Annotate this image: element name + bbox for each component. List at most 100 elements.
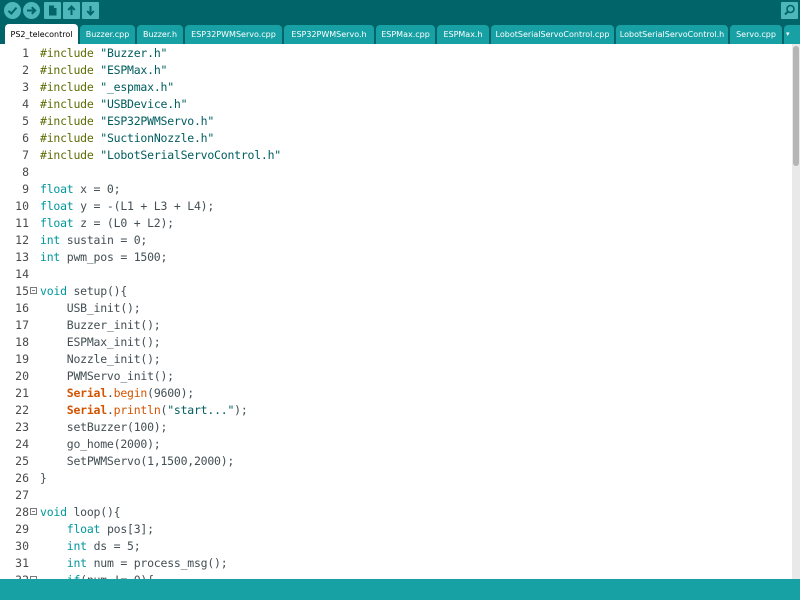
code-token [40, 539, 67, 553]
code-line[interactable]: 20 PWMServo_init(); [0, 368, 792, 385]
line-number: 22 [15, 403, 29, 417]
code-token: "ESPMax.h" [100, 63, 168, 77]
code-text: void loop(){ [40, 504, 121, 521]
code-line[interactable]: 14 [0, 266, 792, 283]
tab-overflow-menu[interactable]: ▾ Se [784, 25, 800, 44]
fold-toggle-icon[interactable] [30, 576, 37, 579]
code-line[interactable]: 17 Buzzer_init(); [0, 317, 792, 334]
code-text: #include "LobotSerialServoControl.h" [40, 147, 281, 164]
code-token: println [113, 403, 161, 417]
code-line[interactable]: 3#include "_espmax.h" [0, 79, 792, 96]
code-editor[interactable]: 1#include "Buzzer.h"2 #include "ESPMax.h"… [0, 44, 792, 579]
code-token: "Buzzer.h" [100, 46, 168, 60]
code-line[interactable]: 2 #include "ESPMax.h" [0, 62, 792, 79]
line-number: 18 [15, 335, 29, 349]
code-line[interactable]: 6#include "SuctionNozzle.h" [0, 130, 792, 147]
code-token: . [106, 386, 114, 400]
code-text: USB_init(); [40, 300, 141, 317]
code-text: float pos[3]; [40, 521, 154, 538]
tab-lobotserialservocontrol-h[interactable]: LobotSerialServoControl.h [616, 25, 728, 44]
tab-esp32pwmservo-cpp[interactable]: ESP32PWMServo.cpp [185, 25, 282, 44]
line-number-gutter [0, 44, 37, 579]
line-number: 27 [15, 488, 29, 502]
serial-monitor-button[interactable] [781, 2, 798, 19]
code-line[interactable]: 23 setBuzzer(100); [0, 419, 792, 436]
fold-toggle-icon[interactable] [30, 287, 37, 294]
code-token: #include [40, 148, 94, 162]
code-line[interactable]: 7#include "LobotSerialServoControl.h" [0, 147, 792, 164]
code-token: USB_init(); [40, 301, 141, 315]
code-token: void [40, 284, 67, 298]
code-line[interactable]: 22 Serial.println("start..."); [0, 402, 792, 419]
code-token: ESPMax_init(); [40, 335, 161, 349]
code-line[interactable]: 32 if(num != 0){ [0, 572, 792, 579]
code-line[interactable]: 16 USB_init(); [0, 300, 792, 317]
fold-toggle-icon[interactable] [30, 508, 37, 515]
code-line[interactable]: 18 ESPMax_init(); [0, 334, 792, 351]
code-token: ); [234, 403, 248, 417]
tab-espmax-h[interactable]: ESPMax.h [437, 25, 489, 44]
code-token: #include [40, 63, 94, 77]
code-text: setBuzzer(100); [40, 419, 168, 436]
code-token: int [66, 556, 87, 570]
code-line[interactable]: 24 go_home(2000); [0, 436, 792, 453]
scrollbar-thumb[interactable] [793, 46, 799, 166]
code-token: #include [40, 131, 94, 145]
tab-buzzer-h[interactable]: Buzzer.h [137, 25, 183, 44]
code-token: "start..." [167, 403, 235, 417]
tab-servo-cpp[interactable]: Servo.cpp [730, 25, 782, 44]
code-line[interactable]: 25 SetPWMServo(1,1500,2000); [0, 453, 792, 470]
code-line[interactable]: 13 int pwm_pos = 1500; [0, 249, 792, 266]
code-token: #include [40, 114, 94, 128]
open-button[interactable] [63, 2, 80, 19]
code-line[interactable]: 1#include "Buzzer.h" [0, 45, 792, 62]
line-number: 13 [15, 250, 29, 264]
code-text: Serial.begin(9600); [40, 385, 194, 402]
status-bar [0, 579, 800, 600]
code-line[interactable]: 8 [0, 164, 792, 181]
code-line[interactable]: 27 [0, 487, 792, 504]
line-number: 2 [22, 63, 29, 77]
code-line[interactable]: 26} [0, 470, 792, 487]
code-text: #include "Buzzer.h" [40, 45, 167, 62]
save-button[interactable] [82, 2, 99, 19]
arrow-up-icon [67, 5, 76, 15]
code-line[interactable]: 31 int num = process_msg(); [0, 555, 792, 572]
code-line[interactable]: 4#include "USBDevice.h" [0, 96, 792, 113]
magnifier-icon [784, 4, 795, 16]
code-token: #include [40, 97, 94, 111]
line-number: 23 [15, 420, 29, 434]
code-token: Serial [66, 403, 107, 417]
code-line[interactable]: 5#include "ESP32PWMServo.h" [0, 113, 792, 130]
code-token: int [40, 250, 61, 264]
tab-lobotserialservocontrol-cpp[interactable]: LobotSerialServoControl.cpp [491, 25, 614, 44]
line-number: 21 [15, 386, 29, 400]
code-text: #include "ESP32PWMServo.h" [40, 113, 214, 130]
code-line[interactable]: 30 int ds = 5; [0, 538, 792, 555]
code-token: y = -(L1 + L3 + L4); [73, 199, 215, 213]
code-line[interactable]: 21 Serial.begin(9600); [0, 385, 792, 402]
code-token: float [40, 199, 74, 213]
upload-button[interactable] [23, 2, 40, 19]
code-text: int pwm_pos = 1500; [40, 249, 167, 266]
line-number: 8 [22, 165, 29, 179]
code-token: Buzzer_init(); [40, 318, 161, 332]
code-token: #include [40, 46, 94, 60]
line-number: 9 [22, 182, 29, 196]
tab-ps2-telecontrol[interactable]: PS2_telecontrol [5, 24, 78, 44]
tab-buzzer-cpp[interactable]: Buzzer.cpp [80, 25, 135, 44]
code-line[interactable]: 29 float pos[3]; [0, 521, 792, 538]
verify-button[interactable] [4, 2, 21, 19]
tab-espmax-cpp[interactable]: ESPMax.cpp [376, 25, 435, 44]
code-line[interactable]: 19 Nozzle_init(); [0, 351, 792, 368]
tab-esp32pwmservo-h[interactable]: ESP32PWMServo.h [284, 25, 374, 44]
code-text: int ds = 5; [40, 538, 141, 555]
new-button[interactable] [44, 2, 61, 19]
vertical-scrollbar[interactable] [792, 44, 800, 579]
